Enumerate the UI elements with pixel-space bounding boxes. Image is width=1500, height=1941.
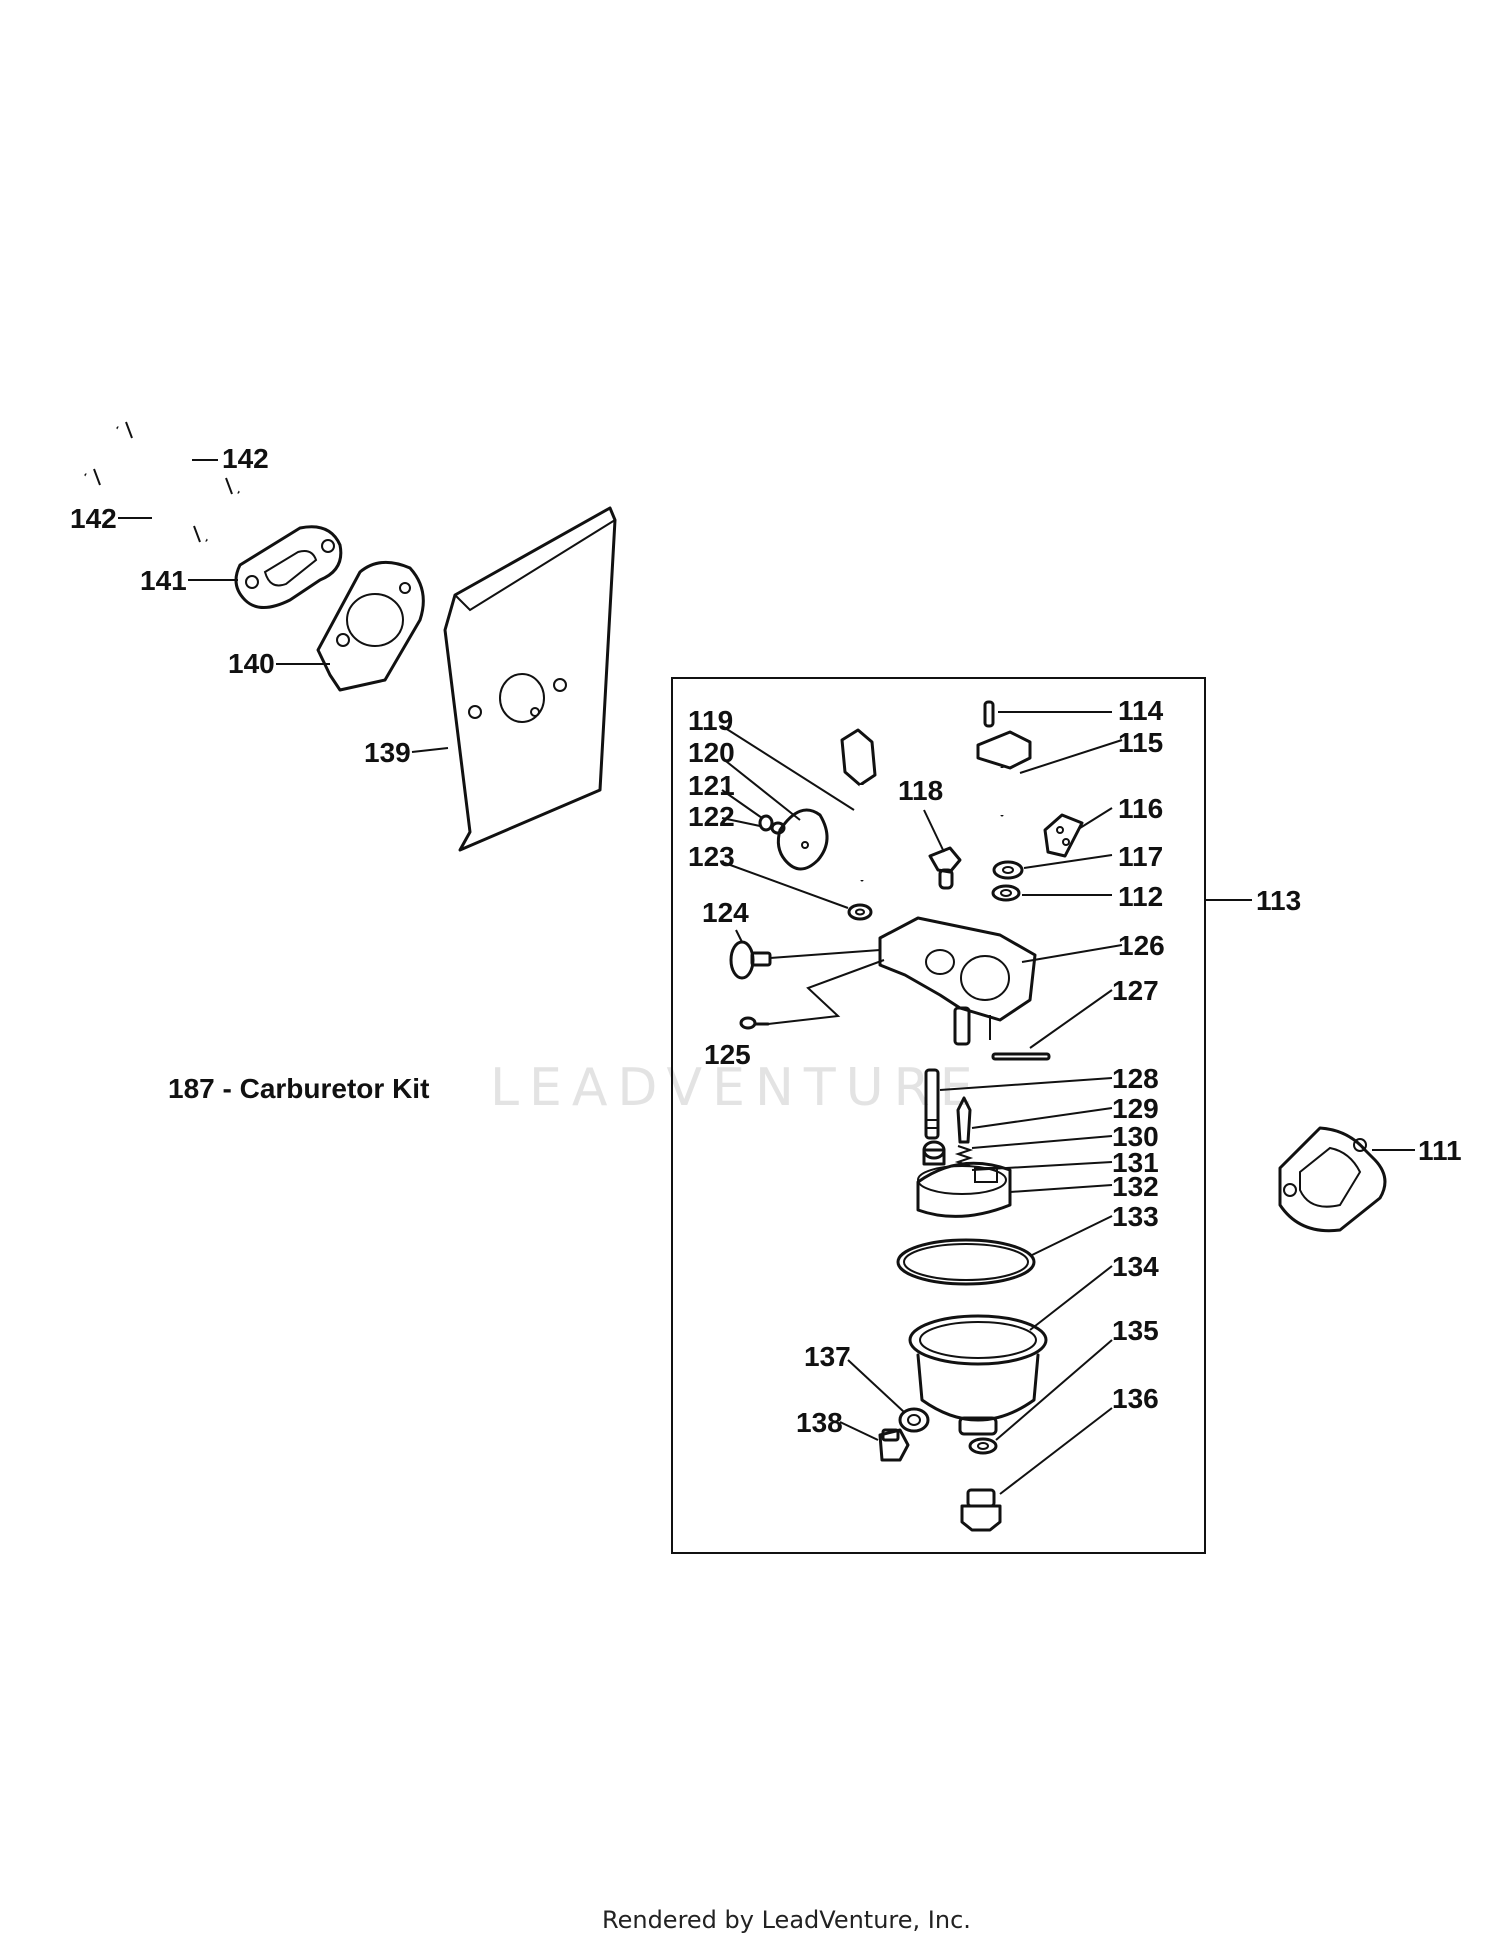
callout-122: 122 [688,801,735,832]
callout-140: 140 [228,648,275,679]
gasket-111[interactable] [1278,1126,1387,1233]
stud-142-lower[interactable] [84,468,208,543]
spacer-140[interactable] [316,560,425,692]
callout-129: 129 [1112,1093,1159,1124]
callout-141: 141 [140,565,187,596]
callout-142-upper: 142 [222,443,269,474]
callout-112: 113 [1256,885,1301,916]
callout-127: 127 [1112,975,1159,1006]
callout-130: 130 [1112,1121,1159,1152]
throttle-shaft-114[interactable] [976,730,1032,817]
screw-138[interactable] [878,1428,910,1462]
callout-138: 138 [796,1407,843,1438]
stud-142-upper[interactable] [116,421,240,495]
callout-139: 139 [364,737,411,768]
callout-132: 132 [1112,1171,1159,1202]
seal-117[interactable] [991,884,1021,902]
callout-113: 114 [1118,695,1164,726]
callout-133: 133 [1112,1201,1159,1232]
bolt-136[interactable] [960,1488,1002,1532]
callout-142-lower: 142 [70,503,117,534]
main-jet-128[interactable] [924,1068,940,1140]
float-132[interactable] [916,1161,1012,1218]
washer-137[interactable] [898,1407,930,1433]
lever-118[interactable] [928,846,962,890]
footer-credit: Rendered by LeadVenture, Inc. [602,1906,971,1934]
callout-118: 118 [898,775,943,806]
callout-134: 134 [1112,1251,1159,1282]
watermark: LEADVENTURE [490,1058,983,1118]
screw-113[interactable] [983,700,995,728]
screw-125[interactable] [739,1016,770,1030]
callout-120: 120 [688,737,735,768]
bowl-gasket-133[interactable] [896,1238,1036,1286]
callout-115: 116 [1118,793,1163,824]
heat-shield-139[interactable] [443,506,617,852]
choke-shaft-119[interactable] [840,728,877,882]
washer-135[interactable] [968,1437,998,1455]
callout-126: 126 [1118,930,1165,961]
throttle-plate-115[interactable] [1043,813,1084,858]
callout-131: 131 [1112,1147,1159,1178]
float-needle-129[interactable] [956,1096,972,1144]
spring-130[interactable] [954,1145,974,1167]
callout-123: 123 [688,841,735,872]
float-bowl-134[interactable] [908,1314,1048,1436]
callout-111: 111 [1418,1135,1462,1166]
screw-121[interactable] [758,814,774,832]
carburetor-assembly-frame [671,677,1206,1554]
screw-124[interactable] [729,940,772,980]
callout-135: 135 [1112,1315,1159,1346]
choke-plate-120[interactable] [776,808,829,871]
callout-121: 121 [688,770,735,801]
carburetor-body-126[interactable] [878,916,1037,1046]
pin-127[interactable] [991,1052,1051,1061]
callout-124: 124 [702,897,749,928]
callout-117: 112 [1118,881,1163,912]
callout-114: 115 [1118,727,1163,758]
kit-label: 187 - Carburetor Kit [168,1073,429,1104]
callout-136: 136 [1112,1383,1159,1414]
seal-123[interactable] [847,903,873,921]
jet-131[interactable] [922,1140,946,1166]
washer-122[interactable] [770,821,786,835]
callout-116: 117 [1118,841,1163,872]
callout-125: 125 [704,1039,751,1070]
callout-137: 137 [804,1341,851,1372]
callout-128: 128 [1112,1063,1159,1094]
washer-116[interactable] [992,860,1024,880]
gasket-141[interactable] [234,525,343,609]
callout-119: 119 [688,705,733,736]
